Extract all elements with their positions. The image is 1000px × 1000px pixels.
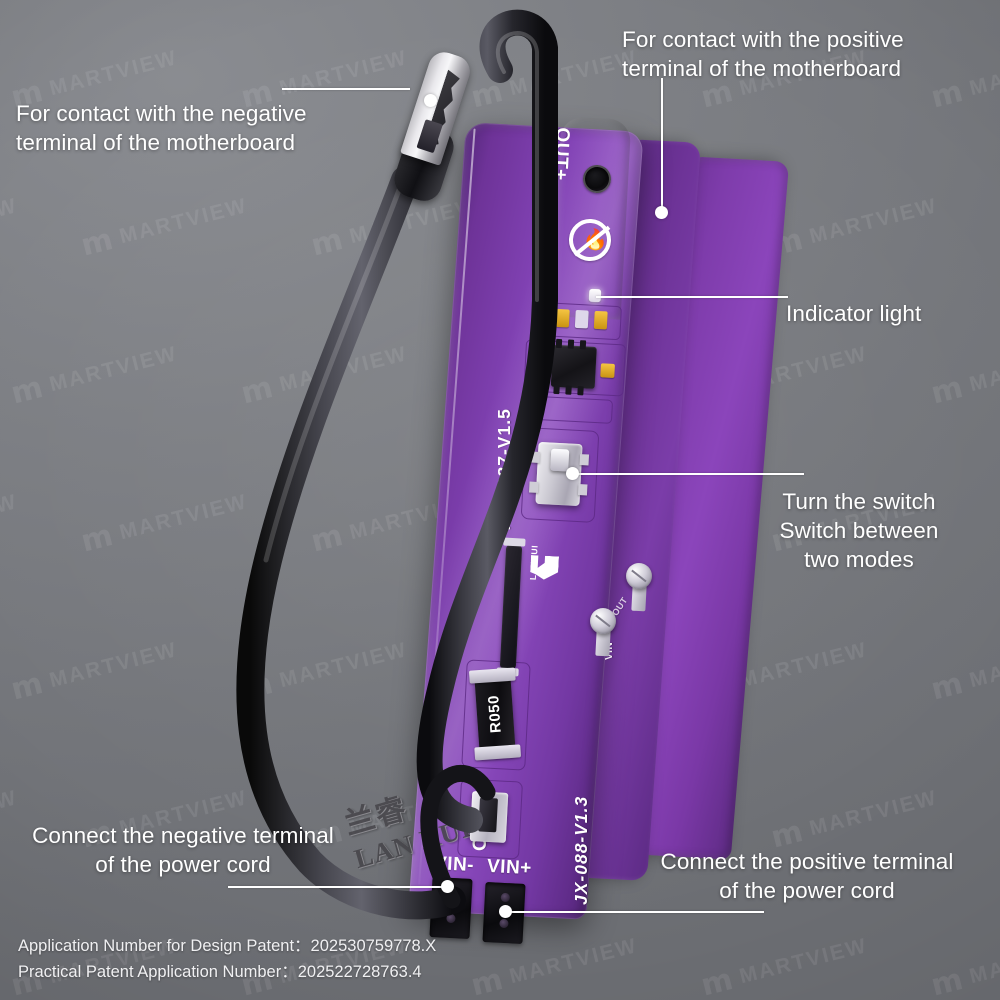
callout-line-1: For contact with the negative — [16, 101, 307, 126]
callout-line-2: of the power cord — [95, 851, 271, 877]
callout-line-1: For contact with the positive — [622, 27, 904, 52]
leader-line-negative-motherboard — [282, 88, 410, 90]
callout-line-2: terminal of the motherboard — [16, 129, 296, 155]
leader-line-positive-motherboard — [661, 78, 663, 212]
leader-dot-switch — [566, 467, 579, 480]
patent-design-number: Application Number for Design Patent：202… — [18, 936, 437, 955]
leader-line-indicator — [596, 296, 788, 298]
leader-dot-positive-power — [499, 905, 512, 918]
leader-dot-negative-motherboard — [424, 94, 437, 107]
callout-line-1: Indicator light — [786, 301, 922, 326]
callout-line-2: Switch between — [779, 517, 939, 543]
callout-line-1: Connect the positive terminal — [660, 849, 954, 874]
callout-negative-terminal-power-cord: Connect the negative terminal of the pow… — [18, 822, 348, 880]
callout-line-1: Connect the negative terminal — [32, 823, 334, 848]
leader-dot-positive-motherboard — [655, 206, 668, 219]
callout-turn-the-switch: Turn the switch Switch between two modes — [728, 488, 990, 574]
callout-negative-terminal-motherboard: For contact with the negative terminal o… — [16, 100, 376, 158]
patent-footer: Application Number for Design Patent：202… — [18, 933, 436, 986]
leader-line-negative-power — [228, 886, 448, 888]
screw-upper — [626, 563, 652, 589]
callout-line-2: of the power cord — [719, 877, 895, 903]
callout-indicator-light: Indicator light — [786, 300, 996, 329]
callout-line-2: terminal of the motherboard — [622, 55, 902, 81]
callout-line-3: two modes — [804, 546, 914, 572]
leader-line-positive-power — [504, 911, 764, 913]
patent-practical-number: Practical Patent Application Number：2025… — [18, 963, 422, 982]
leader-dot-negative-power — [441, 880, 454, 893]
leader-line-switch — [572, 473, 804, 475]
callout-positive-terminal-motherboard: For contact with the positive terminal o… — [622, 26, 994, 84]
callout-line-1: Turn the switch — [782, 489, 936, 514]
screw-lower — [590, 608, 616, 634]
callout-positive-terminal-power-cord: Connect the positive terminal of the pow… — [618, 848, 996, 906]
